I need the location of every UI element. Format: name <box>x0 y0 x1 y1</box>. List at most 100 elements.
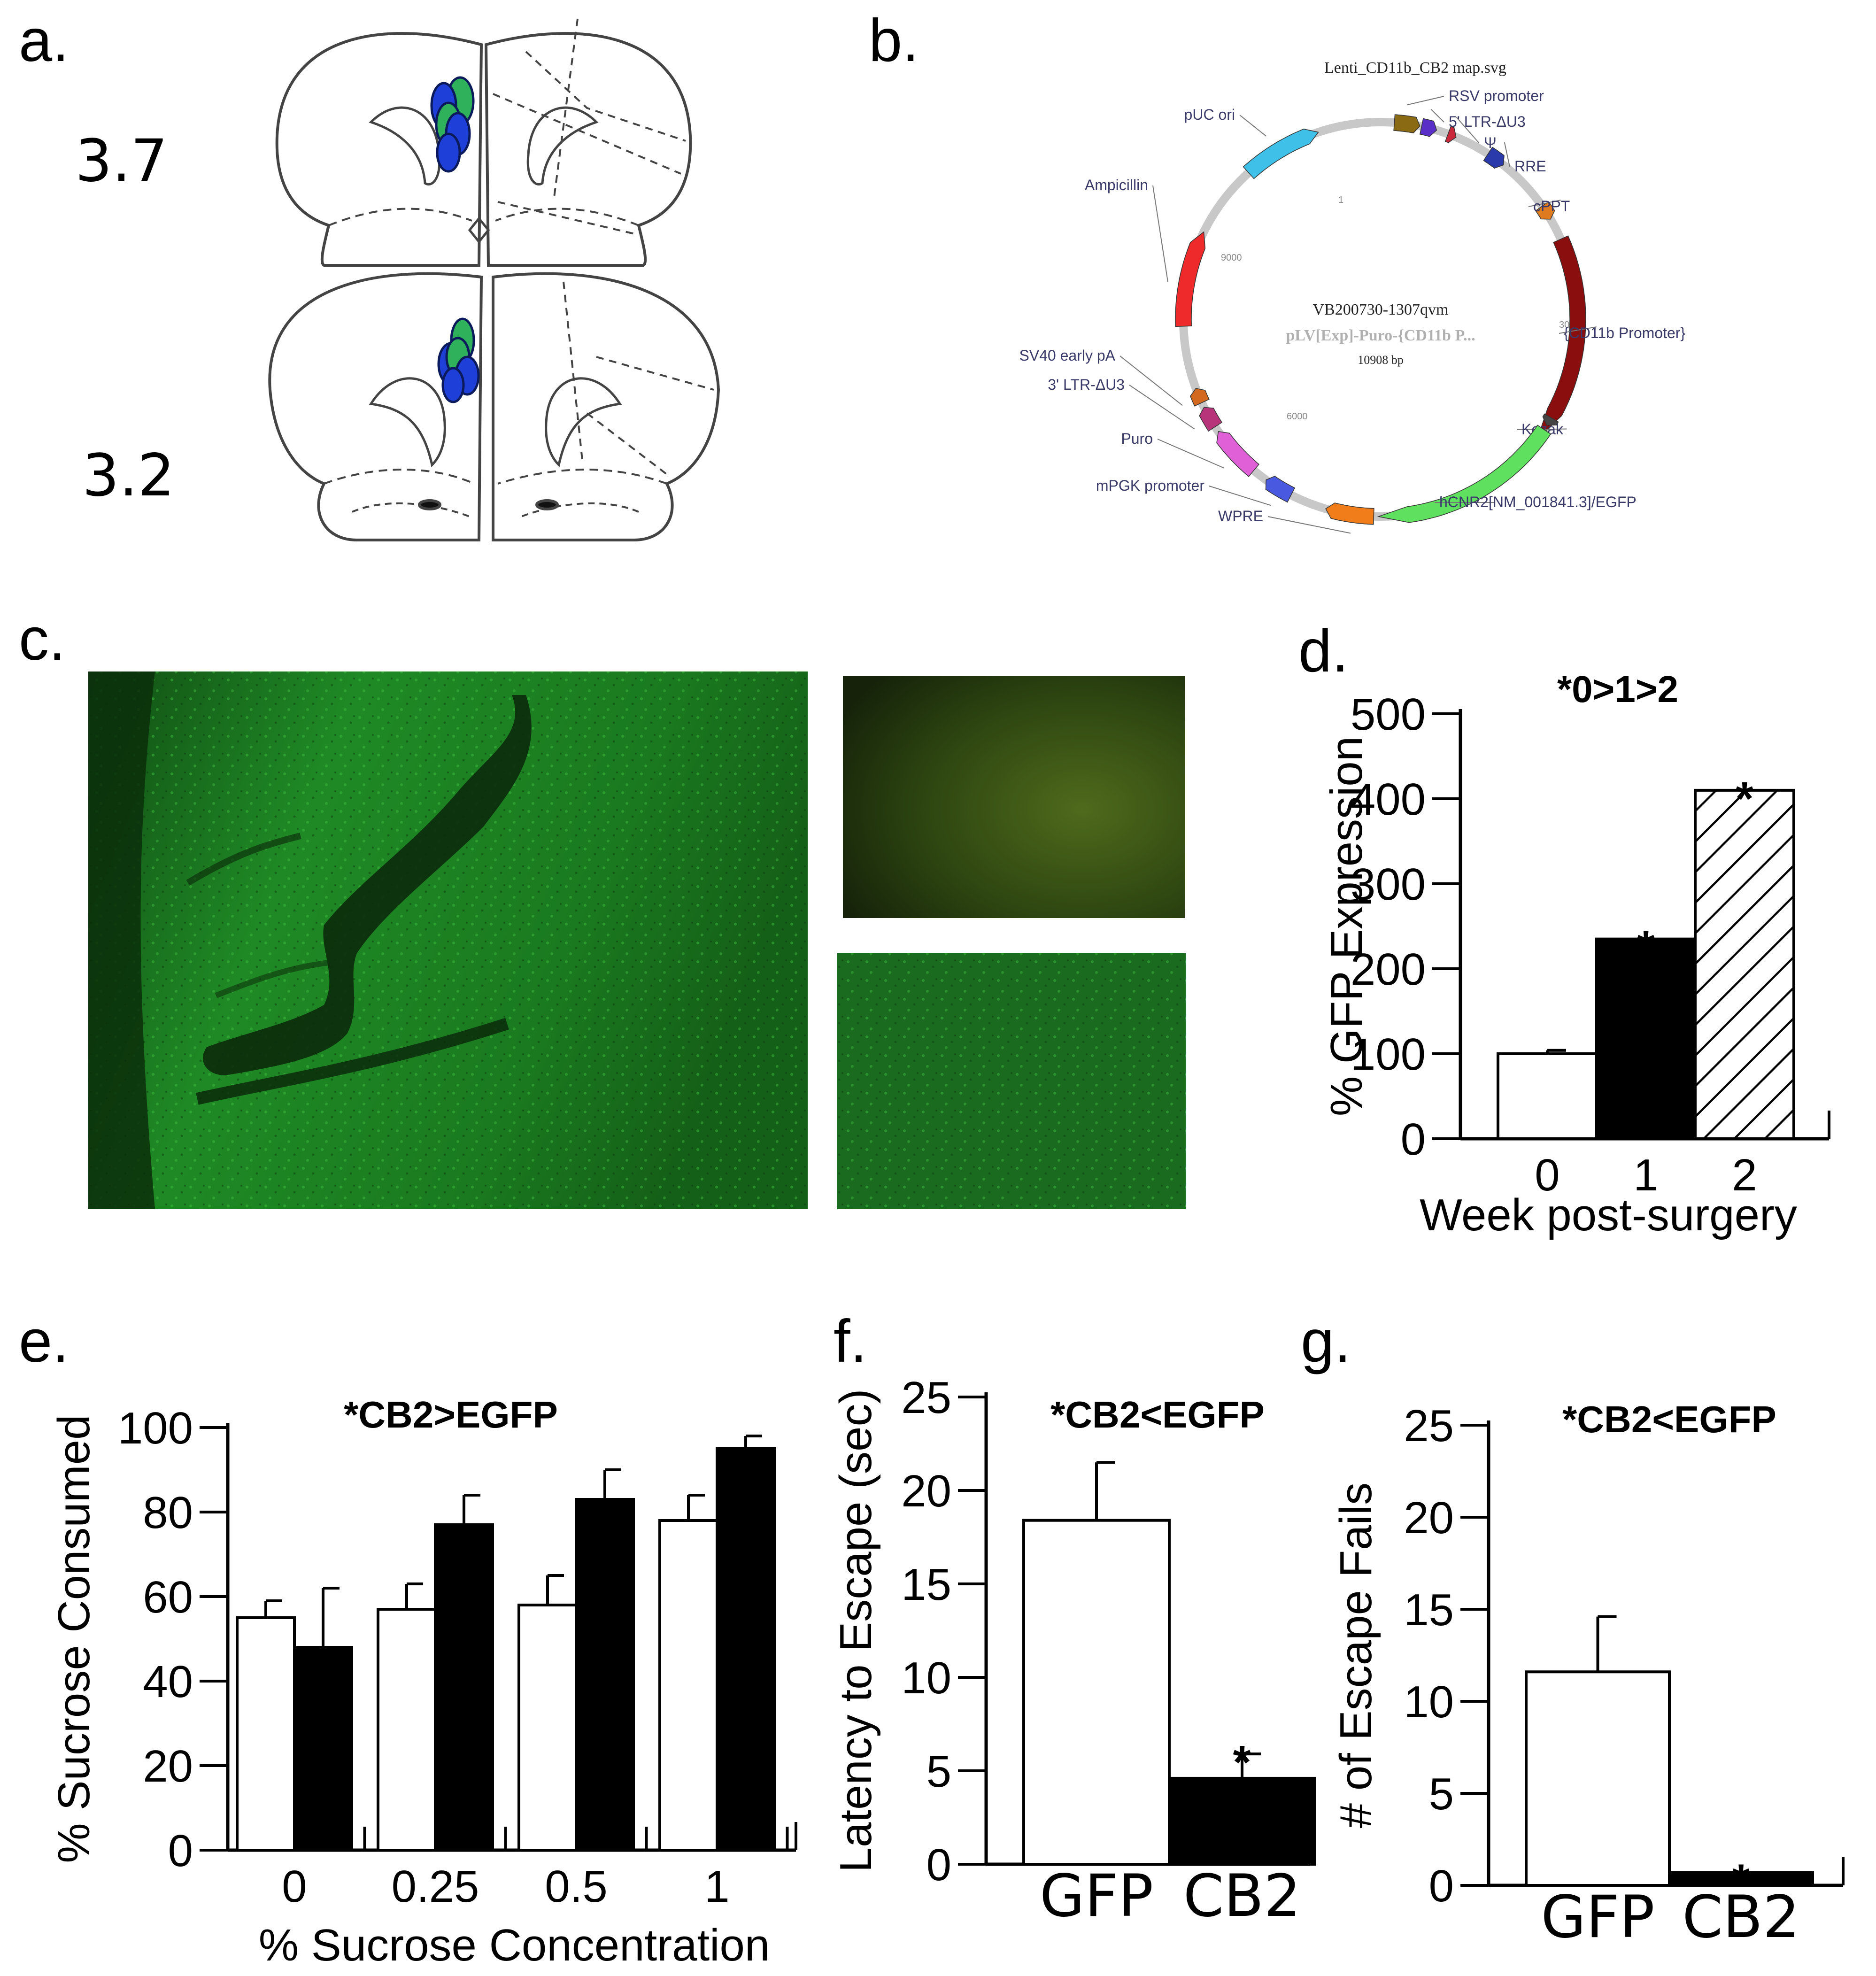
panel-label-b: b. <box>869 7 919 74</box>
y-tick-label-0: 0 <box>168 1826 193 1876</box>
y-tick-label-0: 0 <box>926 1840 951 1890</box>
y-axis-label: % GFP Expression <box>1321 736 1372 1116</box>
x-tick-label-gfp: GFP <box>1040 1862 1153 1930</box>
feature-arrow-cd11b-promoter <box>1537 235 1586 440</box>
feature-leader-sv40-early-pa <box>1119 355 1183 406</box>
y-tick-label-25: 25 <box>1404 1401 1454 1451</box>
y-tick-label-60: 60 <box>143 1572 193 1622</box>
y-tick-label-20: 20 <box>1404 1493 1454 1543</box>
panel-b-plasmid-map: Lenti_CD11b_CB2 map.svg VB200730-1307qvm… <box>1019 59 1685 534</box>
brain-section-lower <box>268 272 720 541</box>
feature-leader-cd11b-promoter <box>1559 326 1597 334</box>
y-tick-label-5: 5 <box>926 1746 951 1797</box>
bar-gfp <box>1022 1519 1171 1866</box>
vector-id: VB200730-1307qvm <box>1313 301 1449 318</box>
bar-0-25-series-1 <box>434 1523 494 1852</box>
feature-leader-rsv-promoter <box>1406 96 1444 106</box>
feature-label-mpgk-promoter: mPGK promoter <box>1096 477 1205 494</box>
upper-injection-sites <box>430 76 475 173</box>
plasmid-map-file-title: Lenti_CD11b_CB2 map.svg <box>1324 59 1506 77</box>
bar-0-5-series-0 <box>517 1604 578 1852</box>
vector-description: pLV[Exp]-Puro-{CD11b P... <box>1286 327 1475 344</box>
feature-leader-puc-ori <box>1239 115 1266 137</box>
y-axis-label: Latency to Escape (sec) <box>831 1389 881 1873</box>
y-tick-label-300: 300 <box>1351 859 1426 910</box>
x-axis-label: % Sucrose Concentration <box>259 1920 770 1970</box>
feature-leader-3-ltr-u3 <box>1129 385 1195 430</box>
feature-leader-rre <box>1504 142 1510 167</box>
vector-size: 10908 bp <box>1358 353 1404 367</box>
bar-0 <box>1497 1052 1598 1140</box>
significance-star-1: * <box>1637 921 1655 974</box>
feature-leader-5-ltr-u3 <box>1430 108 1444 123</box>
bar-gfp <box>1525 1670 1671 1887</box>
feature-label-sv40-early-pa: SV40 early pA <box>1019 347 1115 364</box>
micrograph-main <box>88 672 808 1209</box>
feature-arrow-sv40-early-pa <box>1189 388 1210 407</box>
feature-label-3-ltr-u3: 3' LTR-ΔU3 <box>1048 376 1125 393</box>
feature-label-5-ltr-u3: 5' LTR-ΔU3 <box>1449 113 1526 130</box>
y-tick-label-20: 20 <box>901 1466 951 1516</box>
x-tick-label-gfp: GFP <box>1541 1883 1654 1951</box>
x-tick-label-cb2: CB2 <box>1682 1883 1800 1951</box>
y-tick-label-25: 25 <box>901 1373 951 1423</box>
feature-arrow-mpgk-promoter <box>1265 476 1295 503</box>
feature-label-cppt: cPPT <box>1533 198 1570 215</box>
feature-leader- <box>1456 116 1480 144</box>
y-axis-label: % Sucrose Consumed <box>49 1414 99 1863</box>
panel-label-d: d. <box>1298 618 1349 685</box>
bar-1-series-1 <box>716 1447 776 1852</box>
panel-label-f: f. <box>834 1308 867 1375</box>
panel-label-e: e. <box>19 1308 69 1375</box>
y-tick-label-400: 400 <box>1351 774 1426 825</box>
chart-f-latency-to-escape: 0 5 10 15 20 25 *CB2<EGFP Latency to Escape (se… <box>831 1373 1316 1930</box>
y-tick-label-20: 20 <box>143 1741 193 1791</box>
bar-0-series-0 <box>236 1616 296 1852</box>
panel-c-micrographs <box>88 672 1186 1209</box>
y-tick-label-80: 80 <box>143 1488 193 1538</box>
y-axis-label: # of Escape Fails <box>1331 1482 1381 1828</box>
chart-title: *CB2<EGFP <box>1050 1394 1265 1436</box>
feature-arrow-ampicillin <box>1175 231 1206 327</box>
y-tick-label-0: 0 <box>1401 1114 1426 1165</box>
brain-section-upper <box>275 18 692 267</box>
chart-title: *0>1>2 <box>1557 668 1678 710</box>
lower-injection-sites <box>437 317 480 403</box>
x-tick-label-0-25: 0.25 <box>392 1861 479 1912</box>
level-label-3-7: 3.7 <box>75 127 168 195</box>
x-tick-label-1: 1 <box>704 1861 729 1912</box>
feature-arrow-rre <box>1483 147 1505 169</box>
y-tick-label-500: 500 <box>1351 689 1426 740</box>
micrograph-inset-top <box>843 676 1185 918</box>
feature-arrow-cppt <box>1535 201 1555 220</box>
chart-title: *CB2<EGFP <box>1562 1398 1776 1440</box>
panel-label-a: a. <box>19 7 69 74</box>
y-tick-label-10: 10 <box>1404 1677 1454 1727</box>
map-tick-1: 1 <box>1338 195 1343 205</box>
feature-label-ampicillin: Ampicillin <box>1085 177 1148 193</box>
feature-leader-wpre <box>1267 516 1351 534</box>
feature-leader-mpgk-promoter <box>1209 486 1271 506</box>
panel-label-c: c. <box>19 606 66 673</box>
x-tick-label-0: 0 <box>282 1861 307 1912</box>
bar-0-25-series-0 <box>377 1608 437 1852</box>
bar-cb2 <box>1168 1776 1316 1866</box>
map-tick-9000: 9000 <box>1221 253 1242 263</box>
y-tick-label-40: 40 <box>143 1657 193 1707</box>
feature-arrow-puc-ori <box>1243 129 1319 179</box>
x-tick-label-0: 0 <box>1535 1150 1559 1200</box>
feature-label-puc-ori: pUC ori <box>1184 106 1235 123</box>
y-tick-label-15: 15 <box>901 1559 951 1610</box>
y-tick-label-10: 10 <box>901 1653 951 1703</box>
feature-label-cd11b-promoter: {CD11b Promoter} <box>1564 324 1685 341</box>
bar-2 <box>1694 788 1795 1140</box>
x-tick-label-2: 2 <box>1732 1150 1757 1200</box>
micrograph-inset-bottom <box>837 953 1186 1209</box>
feature-label-puro: Puro <box>1121 430 1153 447</box>
panel-a-brain-sections: 3.7 3.2 <box>75 18 720 541</box>
x-tick-label-1: 1 <box>1633 1150 1658 1200</box>
significance-star-cb2: * <box>1732 1855 1750 1907</box>
